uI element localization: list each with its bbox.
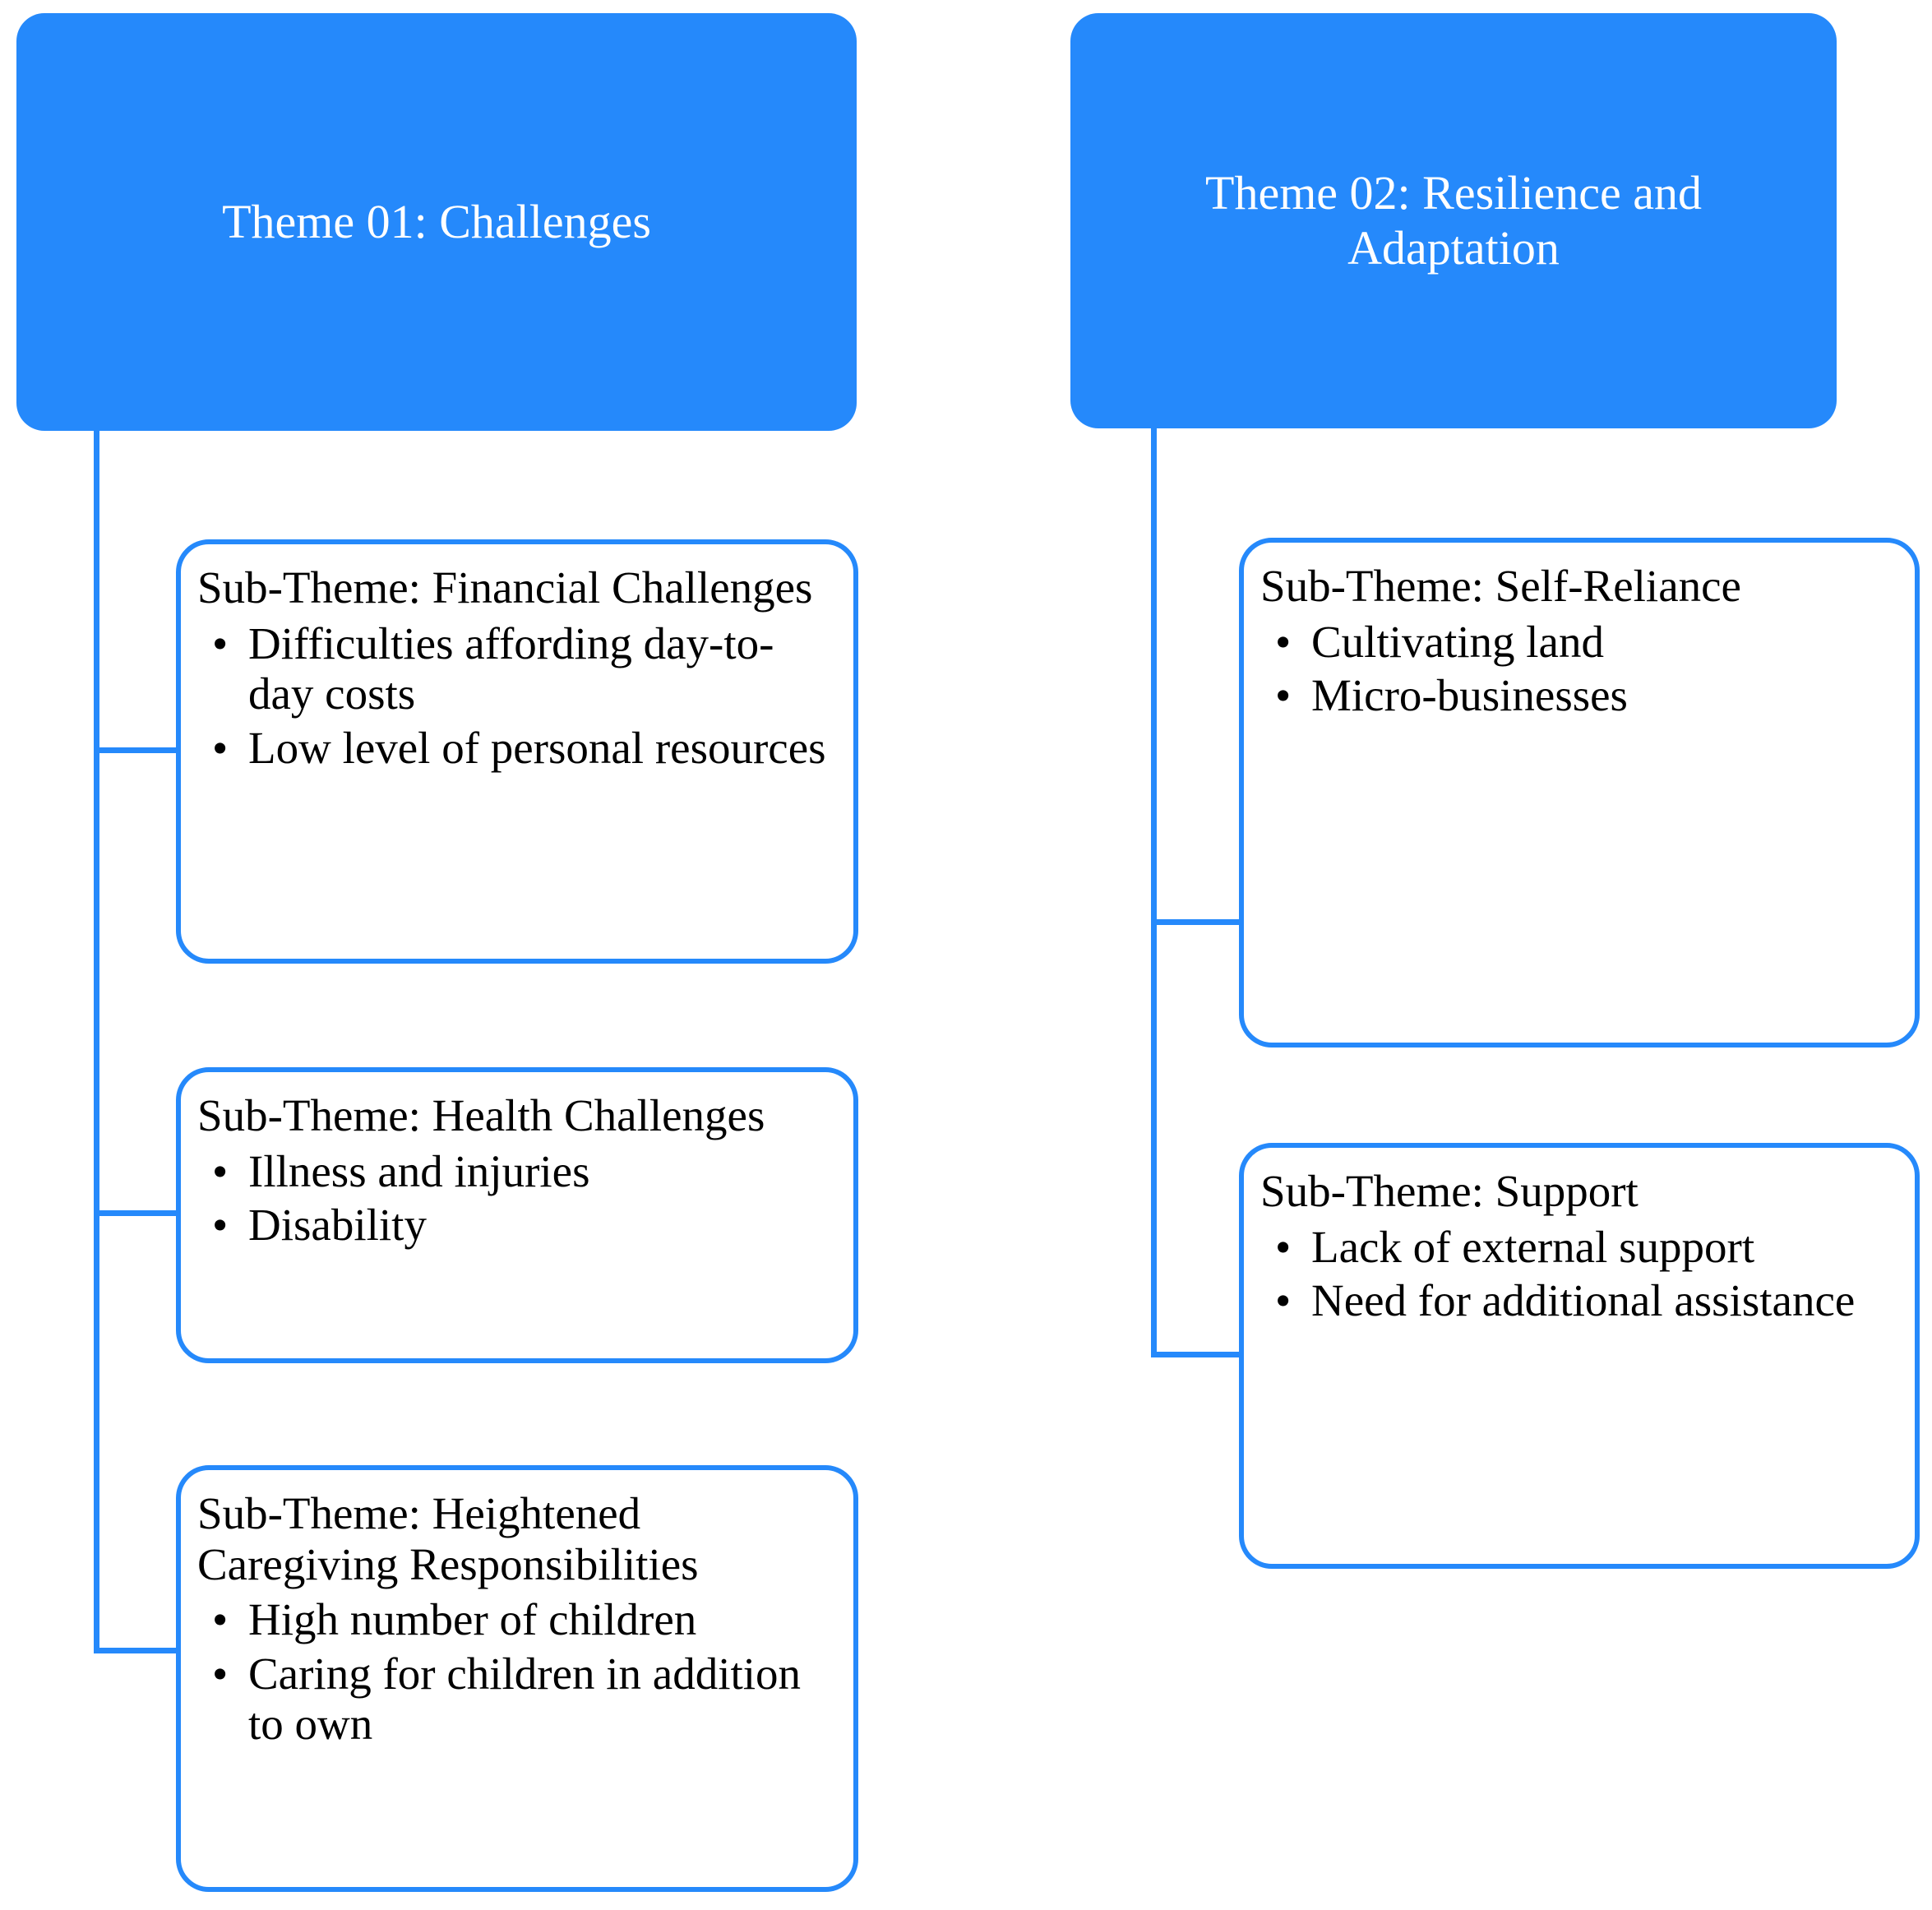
bullet-icon: • bbox=[212, 1594, 229, 1645]
list-item: • Low level of personal resources bbox=[197, 723, 832, 774]
subtheme-bullet-list: • Lack of external support • Need for addi… bbox=[1260, 1222, 1893, 1326]
list-item: • Need for additional assistance bbox=[1260, 1275, 1893, 1326]
bullet-icon: • bbox=[212, 1200, 229, 1251]
connector-branch-left-1 bbox=[94, 747, 181, 753]
connector-trunk-right bbox=[1151, 428, 1157, 1357]
connector-branch-right-1 bbox=[1151, 919, 1244, 925]
list-item-text: Lack of external support bbox=[1311, 1221, 1755, 1272]
connector-branch-left-2 bbox=[94, 1210, 181, 1216]
list-item: • High number of children bbox=[197, 1594, 832, 1645]
subtheme-box-heightened-caregiving-responsibilities[interactable]: Sub-Theme: Heightened Caregiving Respons… bbox=[176, 1465, 858, 1892]
subtheme-box-support[interactable]: Sub-Theme: Support • Lack of external sup… bbox=[1239, 1143, 1920, 1569]
list-item-text: Cultivating land bbox=[1311, 616, 1604, 667]
subtheme-box-health-challenges[interactable]: Sub-Theme: Health Challenges • Illness an… bbox=[176, 1067, 858, 1363]
list-item: • Lack of external support bbox=[1260, 1222, 1893, 1273]
list-item-text: Caring for children in addition to own bbox=[248, 1648, 802, 1750]
list-item-text: High number of children bbox=[248, 1594, 697, 1645]
subtheme-title: Sub-Theme: Financial Challenges bbox=[197, 562, 813, 613]
list-item-text: Illness and injuries bbox=[248, 1145, 590, 1196]
bullet-icon: • bbox=[212, 617, 229, 668]
theme-title-02: Theme 02: Resilience and Adaptation bbox=[1205, 165, 1702, 275]
subtheme-title: Sub-Theme: Health Challenges bbox=[197, 1090, 765, 1140]
bullet-icon: • bbox=[1275, 616, 1292, 667]
list-item-text: Low level of personal resources bbox=[248, 722, 826, 773]
bullet-icon: • bbox=[1275, 1221, 1292, 1272]
subtheme-title: Sub-Theme: Self-Reliance bbox=[1260, 561, 1741, 611]
theme-box-02[interactable]: Theme 02: Resilience and Adaptation bbox=[1070, 13, 1837, 428]
list-item: • Illness and injuries bbox=[197, 1146, 832, 1197]
theme-box-01[interactable]: Theme 01: Challenges bbox=[16, 13, 857, 431]
list-item-text: Need for additional assistance bbox=[1311, 1275, 1856, 1326]
list-item-text: Disability bbox=[248, 1200, 427, 1251]
list-item: • Disability bbox=[197, 1200, 832, 1251]
connector-branch-right-2 bbox=[1151, 1352, 1244, 1357]
bullet-icon: • bbox=[1275, 670, 1292, 721]
subtheme-bullet-list: • Difficulties affording day-to-day costs… bbox=[197, 618, 832, 774]
subtheme-bullet-list: • Illness and injuries • Disability bbox=[197, 1146, 832, 1251]
subtheme-box-financial-challenges[interactable]: Sub-Theme: Financial Challenges • Difficu… bbox=[176, 539, 858, 964]
list-item-text: Micro-businesses bbox=[1311, 670, 1628, 721]
connector-trunk-left bbox=[94, 431, 99, 1653]
list-item: • Cultivating land bbox=[1260, 617, 1893, 668]
list-item: • Caring for children in addition to own bbox=[197, 1649, 832, 1750]
bullet-icon: • bbox=[1275, 1275, 1292, 1326]
subtheme-bullet-list: • High number of children • Caring for chi… bbox=[197, 1594, 832, 1750]
subtheme-box-self-reliance[interactable]: Sub-Theme: Self-Reliance • Cultivating la… bbox=[1239, 538, 1920, 1047]
bullet-icon: • bbox=[212, 1648, 229, 1699]
bullet-icon: • bbox=[212, 1145, 229, 1196]
bullet-icon: • bbox=[212, 722, 229, 773]
connector-branch-left-3 bbox=[94, 1648, 181, 1653]
subtheme-bullet-list: • Cultivating land • Micro-businesses bbox=[1260, 617, 1893, 721]
subtheme-title: Sub-Theme: Heightened Caregiving Respons… bbox=[197, 1488, 699, 1589]
theme-title-01: Theme 01: Challenges bbox=[222, 194, 651, 248]
subtheme-title: Sub-Theme: Support bbox=[1260, 1166, 1639, 1216]
list-item: • Micro-businesses bbox=[1260, 670, 1893, 721]
list-item: • Difficulties affording day-to-day costs bbox=[197, 618, 832, 719]
list-item-text: Difficulties affording day-to-day costs bbox=[248, 617, 774, 719]
